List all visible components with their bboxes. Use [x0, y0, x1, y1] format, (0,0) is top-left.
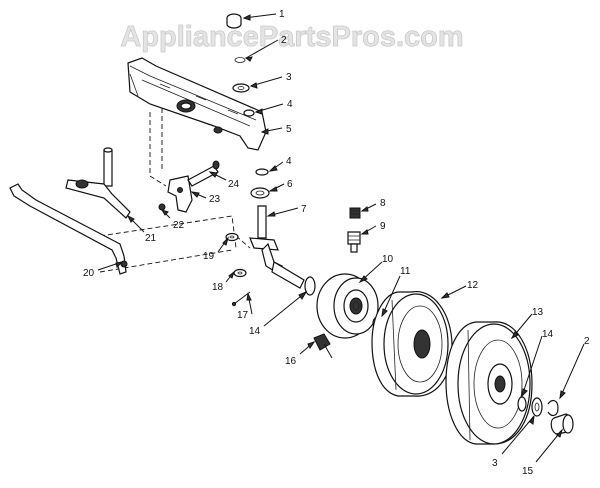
spindle-hardware-top: [226, 13, 270, 199]
callout-16: 16: [285, 356, 297, 367]
drag-link: [9, 183, 128, 275]
callout-2-right: 2: [584, 336, 590, 347]
spindle: [249, 205, 305, 289]
callout-labels: 1 2 3 4 5 4 6 7 8 9 10 11 12 13 14 2 3 1…: [83, 9, 590, 477]
callout-12: 12: [467, 280, 479, 291]
tire-inner: [371, 291, 453, 397]
front-axle-beam: [127, 57, 267, 151]
callout-13: 13: [532, 307, 544, 318]
callout-5: 5: [286, 124, 292, 135]
callout-9: 9: [380, 221, 386, 232]
callout-4-top: 4: [287, 99, 293, 110]
callout-15: 15: [522, 466, 534, 477]
hub-bolt: [313, 333, 333, 359]
callout-7: 7: [301, 204, 307, 215]
callout-4-mid: 4: [286, 156, 292, 167]
callout-22: 22: [173, 220, 185, 231]
left-hardware: [225, 232, 251, 307]
callout-20: 20: [83, 268, 95, 279]
callout-3-top: 3: [286, 72, 292, 83]
grease-fitting: [349, 207, 361, 219]
callout-24: 24: [228, 179, 240, 190]
callout-2-top: 2: [281, 35, 287, 46]
spacer-washer: [304, 276, 316, 296]
callout-23: 23: [209, 194, 221, 205]
callout-6: 6: [287, 179, 293, 190]
callout-17: 17: [237, 310, 249, 321]
callout-21: 21: [145, 233, 157, 244]
tire-outer: [445, 321, 533, 445]
bearing-insert: [347, 231, 361, 253]
callout-3-bottom: 3: [492, 458, 498, 469]
callout-8: 8: [380, 198, 386, 209]
callout-19: 19: [203, 251, 215, 262]
callout-14-left: 14: [249, 326, 261, 337]
leader-arrowheads: [115, 14, 566, 438]
steering-bracket: [158, 160, 220, 213]
callout-1: 1: [279, 9, 285, 20]
callout-11: 11: [400, 266, 411, 277]
watermark: AppliancePartsPros.com: [120, 21, 463, 53]
axle-hardware-right: [517, 396, 574, 435]
callout-10: 10: [382, 254, 394, 265]
callout-14-right: 14: [542, 329, 554, 340]
wheel-rim: [316, 273, 379, 339]
callout-18: 18: [212, 282, 224, 293]
steering-arm: [65, 147, 131, 219]
